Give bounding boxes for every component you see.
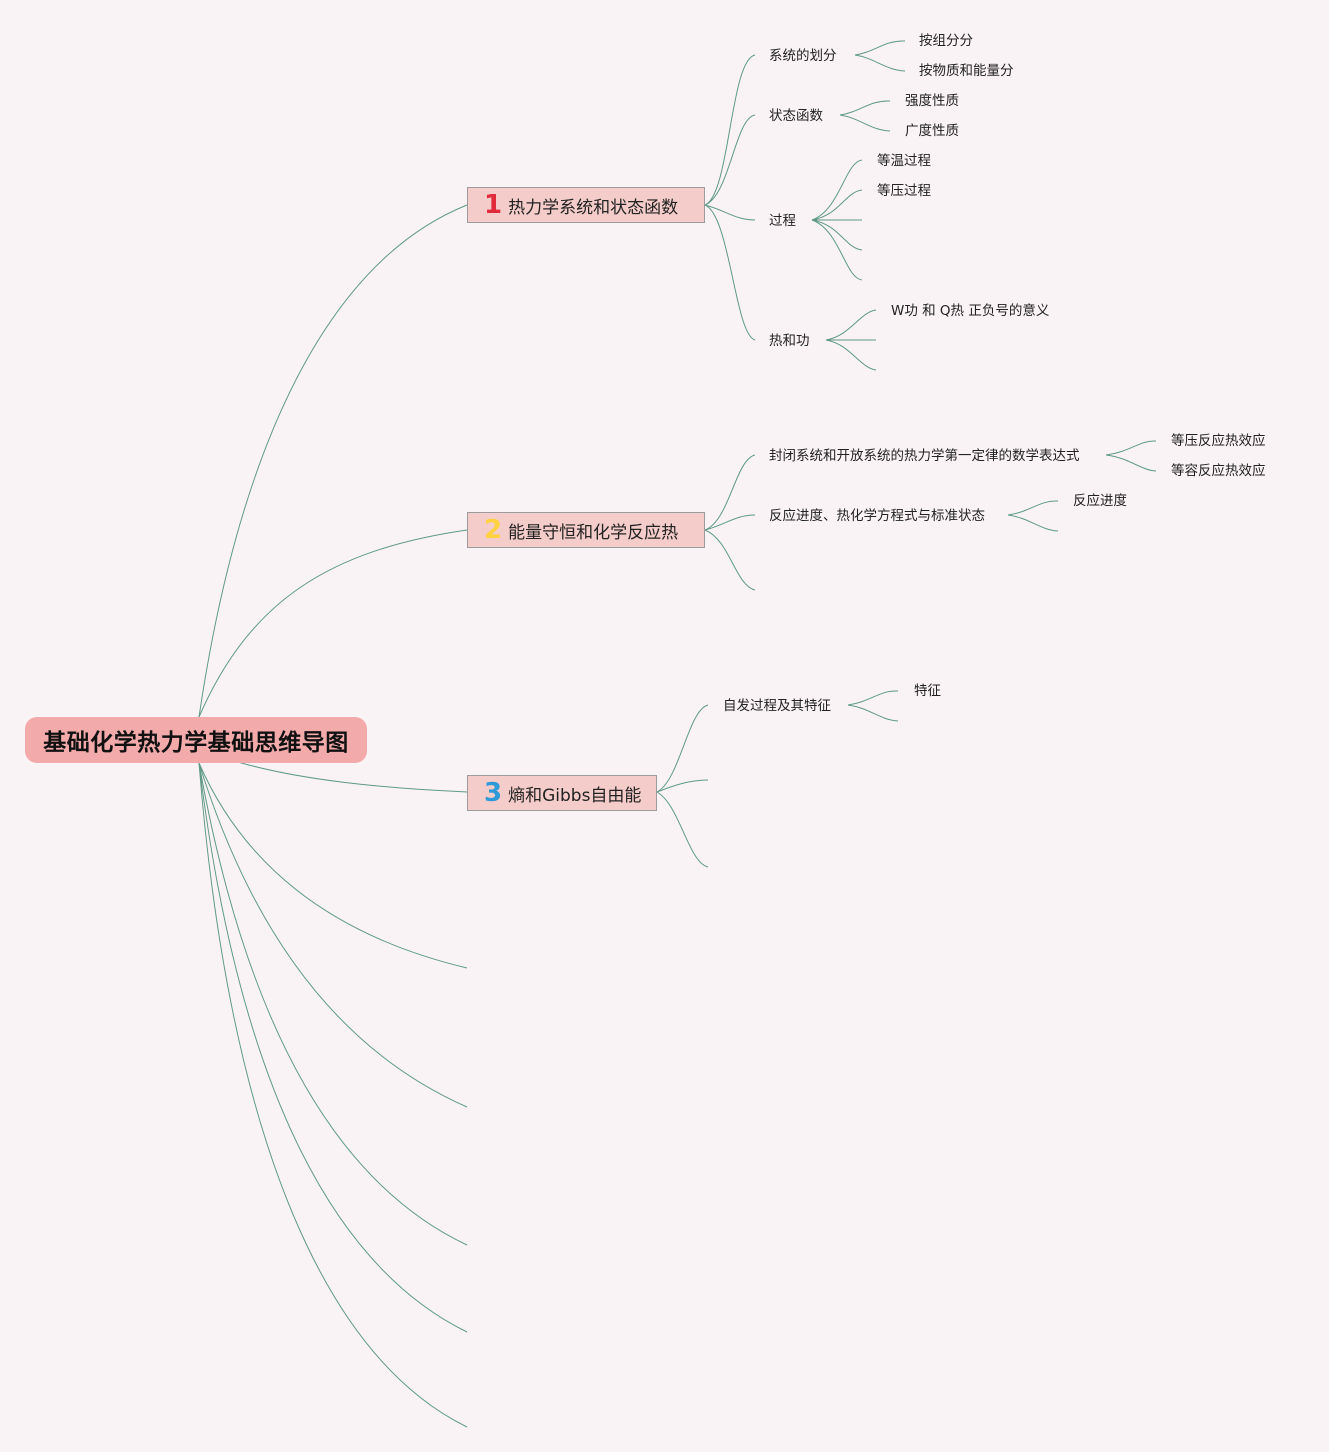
link-b2-first-law — [704, 454, 756, 531]
topic-process[interactable]: 过程 — [769, 213, 796, 229]
branch-1[interactable]: 1 热力学系统和状态函数 — [467, 187, 705, 223]
number-1-icon: 1 — [484, 190, 503, 220]
topic-progress[interactable]: 反应进度 — [1073, 493, 1127, 509]
topic-feature[interactable]: 特征 — [914, 683, 941, 699]
topic-first-law[interactable]: 封闭系统和开放系统的热力学第一定律的数学表达式 — [769, 448, 1080, 464]
topic-reaction-progress[interactable]: 反应进度、热化学方程式与标准状态 — [769, 508, 985, 524]
link-b1-process-empty3 — [811, 219, 863, 281]
link-b3-empty1 — [656, 779, 709, 793]
root-title: 基础化学热力学基础思维导图 — [43, 730, 349, 756]
topic-by-matter-energy[interactable]: 按物质和能量分 — [919, 63, 1014, 79]
link-b1-heat-sign — [825, 309, 877, 341]
link-root-empty5 — [198, 762, 468, 1428]
link-root-empty4 — [198, 762, 468, 1333]
topic-sign-meaning[interactable]: W功 和 Q热 正负号的意义 — [891, 303, 1050, 319]
branch-3-label: 熵和Gibbs自由能 — [508, 785, 642, 806]
topic-isobaric-heat[interactable]: 等压反应热效应 — [1171, 433, 1266, 449]
link-b3-feature-empty — [847, 704, 899, 722]
link-root-branch3 — [237, 761, 468, 793]
link-b1-heat-work — [704, 204, 756, 341]
link-b1-process-isothermal — [811, 159, 863, 221]
link-b1-state-function — [704, 114, 756, 206]
link-root-empty3 — [198, 762, 468, 1246]
topic-isothermal[interactable]: 等温过程 — [877, 153, 931, 169]
link-b1-state-extensive — [839, 114, 891, 132]
link-b1-process-empty2 — [811, 219, 863, 251]
link-b1-system-division-by-matter — [854, 54, 906, 72]
link-b2-progress — [1007, 500, 1059, 516]
topic-isobaric[interactable]: 等压过程 — [877, 183, 931, 199]
root-topic[interactable]: 基础化学热力学基础思维导图 — [25, 717, 367, 763]
link-root-empty2 — [198, 762, 468, 1108]
link-b1-system-division — [704, 54, 756, 206]
link-b2-isochoric-heat — [1105, 454, 1157, 472]
number-2-icon: 2 — [484, 515, 503, 545]
link-root-branch2 — [198, 529, 468, 718]
topic-intensive[interactable]: 强度性质 — [905, 93, 959, 109]
link-b1-system-division-by-group — [854, 40, 906, 56]
link-b3-spontaneous — [656, 704, 709, 793]
topic-state-function[interactable]: 状态函数 — [769, 108, 823, 124]
branch-2-label: 能量守恒和化学反应热 — [508, 522, 679, 543]
topic-spontaneous[interactable]: 自发过程及其特征 — [723, 698, 831, 714]
link-b3-feature — [847, 690, 899, 706]
link-b3-empty2 — [656, 791, 709, 868]
topic-by-group[interactable]: 按组分分 — [919, 33, 973, 49]
branch-1-label: 热力学系统和状态函数 — [508, 197, 679, 218]
topic-system-division[interactable]: 系统的划分 — [769, 48, 837, 64]
number-3-icon: 3 — [484, 778, 503, 808]
branch-3[interactable]: 3 熵和Gibbs自由能 — [467, 775, 657, 811]
link-b1-heat-empty2 — [825, 339, 877, 371]
link-b1-process — [704, 204, 756, 221]
link-b2-reaction-progress — [704, 514, 756, 531]
topic-heat-work[interactable]: 热和功 — [769, 333, 810, 349]
link-b1-process-isobaric — [811, 189, 863, 221]
link-b2-empty — [704, 529, 756, 591]
topic-extensive[interactable]: 广度性质 — [905, 123, 959, 139]
branch-2[interactable]: 2 能量守恒和化学反应热 — [467, 512, 705, 548]
link-root-branch1 — [198, 204, 468, 718]
link-b2-progress-empty — [1007, 514, 1059, 532]
topic-isochoric-heat[interactable]: 等容反应热效应 — [1171, 463, 1266, 479]
link-b2-isobaric-heat — [1105, 440, 1157, 456]
link-root-empty1 — [198, 762, 468, 969]
link-b1-state-intensive — [839, 100, 891, 116]
